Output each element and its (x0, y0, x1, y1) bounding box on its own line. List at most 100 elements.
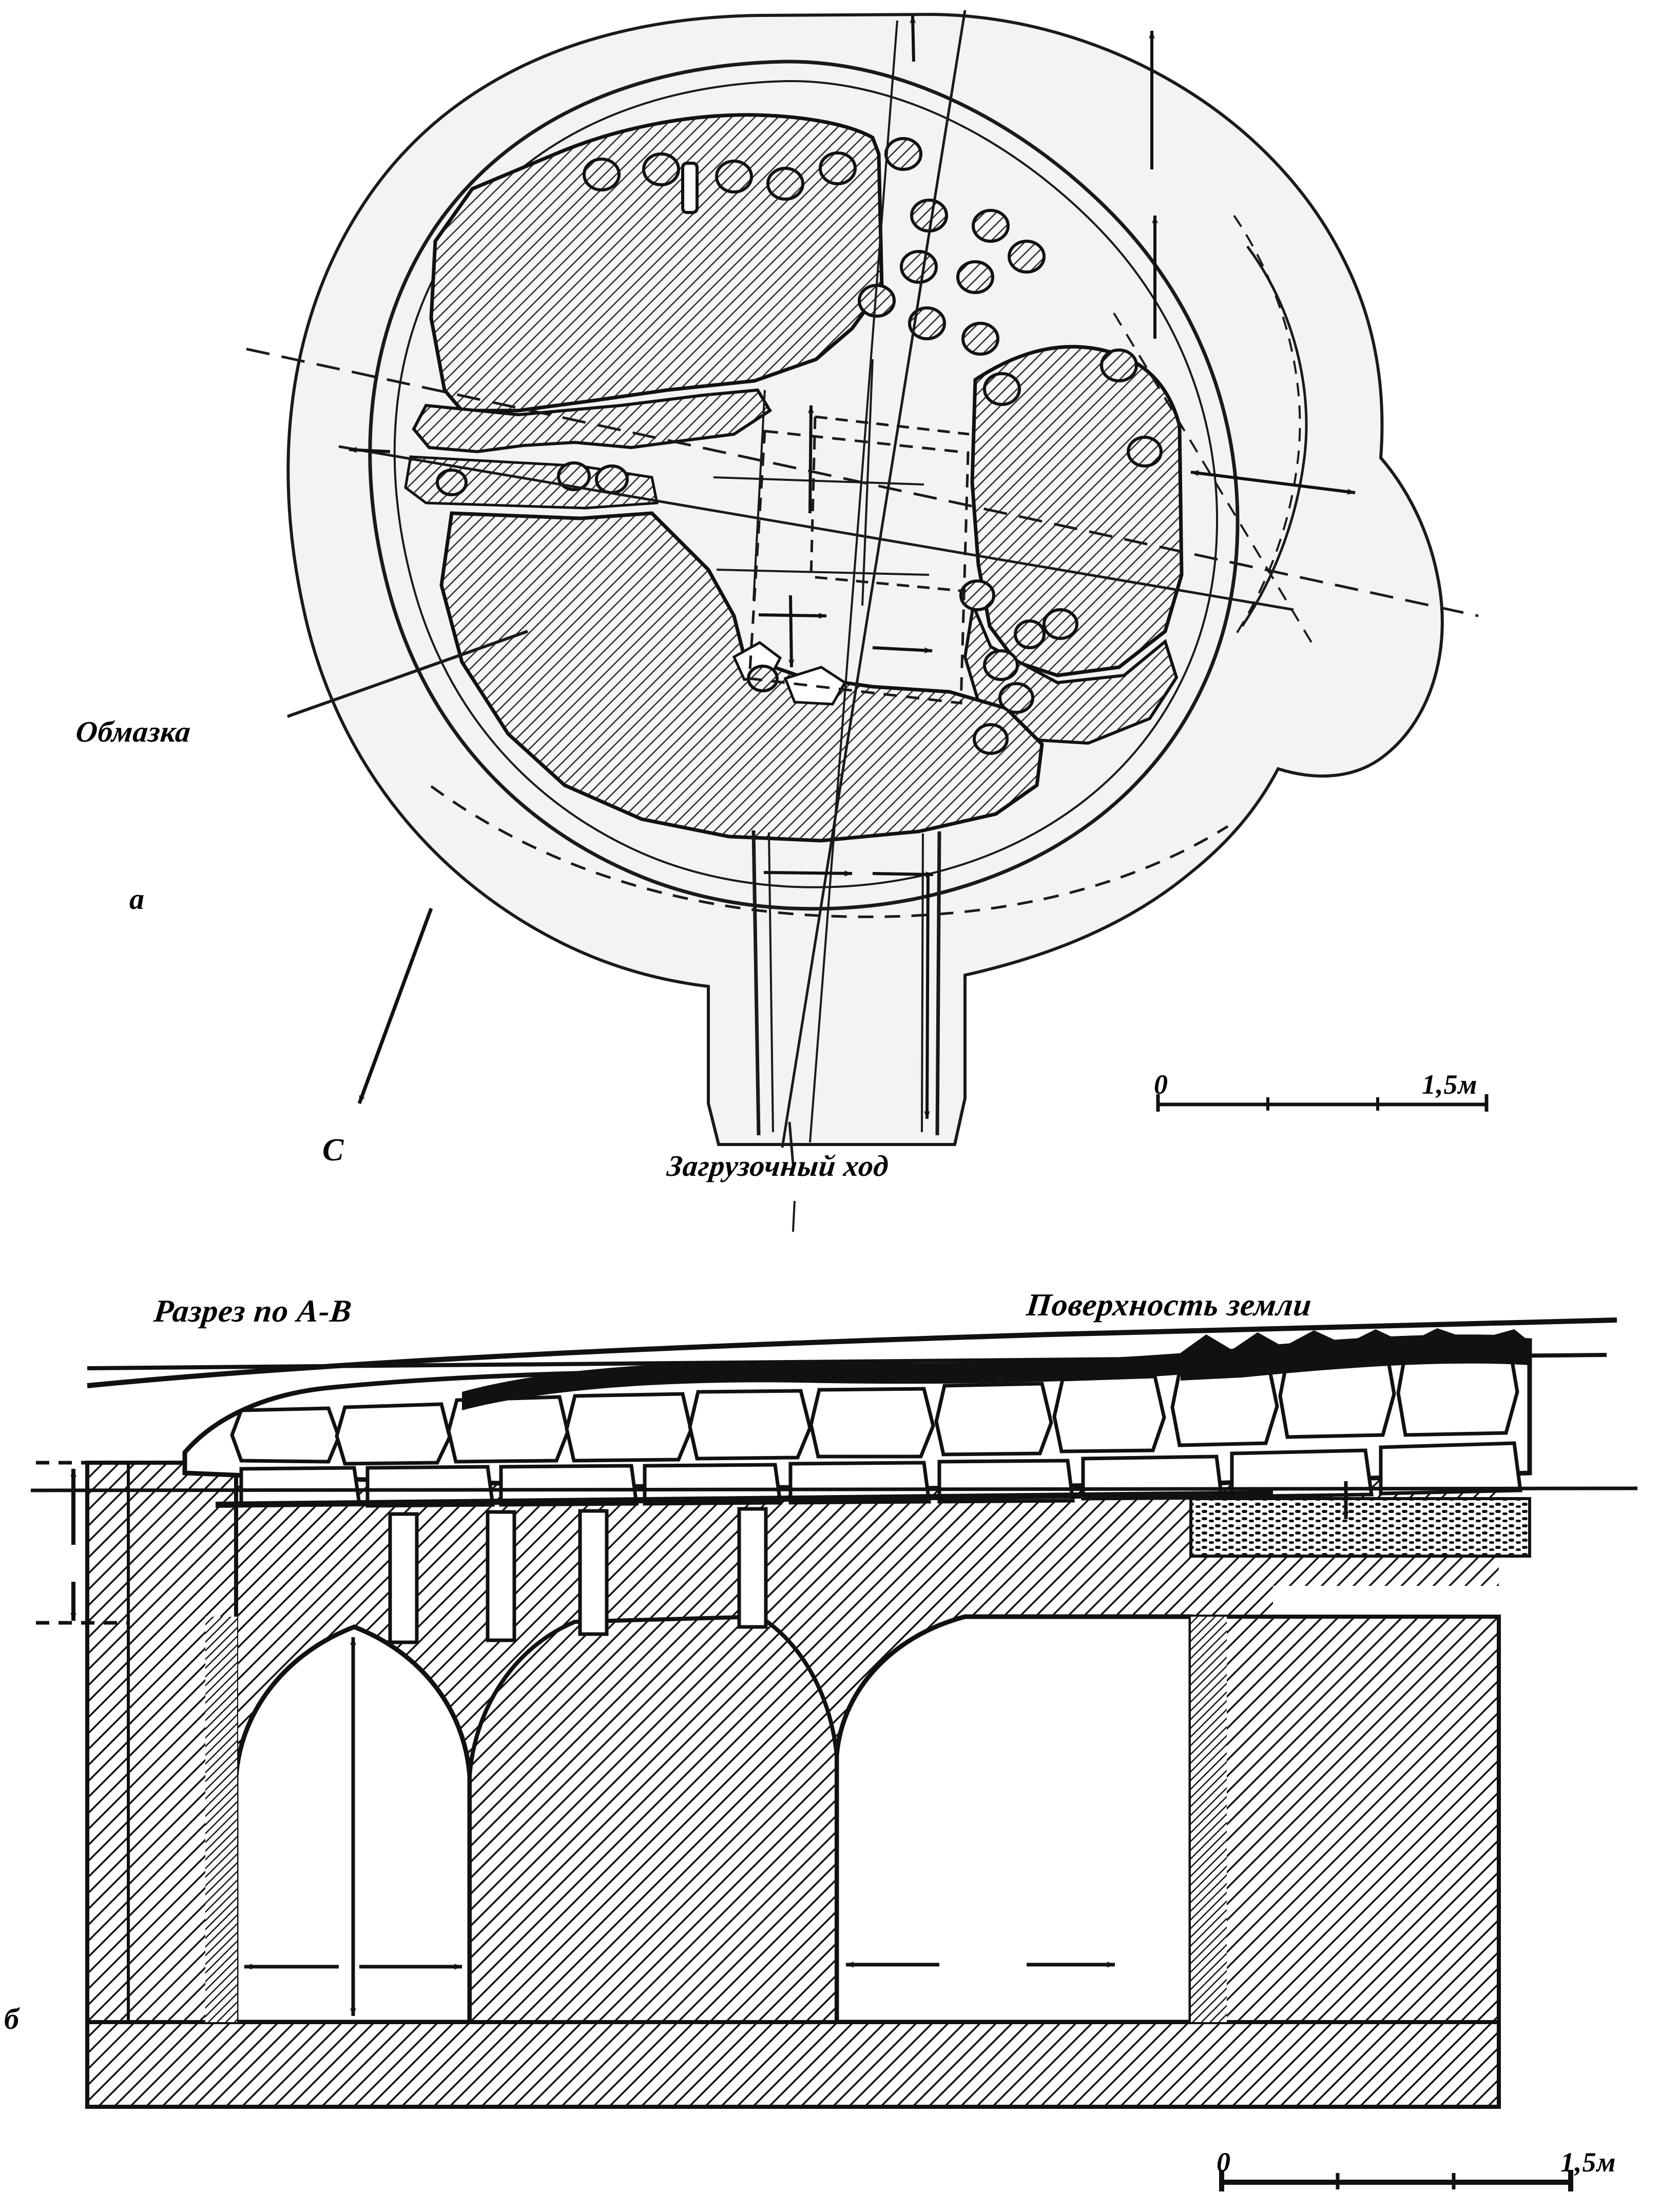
plan-horizontal-ref (338, 445, 1294, 611)
stone (239, 1466, 362, 1507)
label-loading-passage: Загрузочный ход (665, 1149, 891, 1182)
vent-hole (557, 461, 591, 491)
stone (809, 1387, 935, 1459)
vent-hole (908, 306, 946, 340)
vent-hole (961, 322, 999, 356)
flue-slots-group (388, 1507, 768, 1644)
panel-label-a: а (129, 882, 145, 916)
section-reference-line (30, 1486, 1638, 1492)
eroded-edge-right (1181, 1328, 1530, 1381)
vent-hole (819, 151, 857, 185)
dim-arrow-vertical (807, 405, 814, 514)
plan-scale-max: 1,5м (1422, 1069, 1478, 1100)
stone (335, 1402, 452, 1466)
vent-hole (1100, 348, 1138, 382)
vent-hole (436, 469, 468, 496)
vent-hole (642, 152, 680, 186)
chamber-cheek-left (205, 1617, 237, 2022)
flue-slot (737, 1507, 768, 1629)
heading-rule (87, 1353, 1607, 1370)
section-scale-max: 1,5м (1560, 2147, 1616, 2178)
dim-arrow-horizontal (872, 646, 933, 654)
vent-hole (884, 137, 922, 171)
stone (1052, 1374, 1166, 1453)
obmazka-leader-line (286, 630, 529, 718)
vent-hole (766, 167, 804, 201)
label-ground-surface: Поверхность земли (1025, 1288, 1314, 1323)
loading-passage-leader (788, 1121, 795, 1165)
vent-hole (972, 209, 1010, 243)
vent-hole (595, 464, 629, 494)
vent-hole (956, 260, 994, 294)
section-scale-zero: 0 (1217, 2147, 1231, 2178)
dim-arrow-vertical (788, 595, 795, 668)
dim-arrow-passage-down (924, 872, 931, 1119)
plan-scale-zero: 0 (1154, 1069, 1168, 1100)
flue-slot (486, 1510, 516, 1642)
loading-passage-leader-2 (792, 1200, 796, 1232)
north-arrow (357, 907, 433, 1104)
floor-nick-2 (783, 666, 847, 706)
stone (565, 1392, 693, 1463)
dim-arrow-plan-left (349, 447, 391, 453)
vent-hole (959, 579, 995, 611)
grate-speckle-band (1189, 1497, 1531, 1558)
vent-hole (1043, 608, 1078, 640)
vent-hole (1014, 619, 1046, 649)
chamber-cheek-right (1191, 1617, 1227, 2022)
label-obmazka: Обмазка (74, 715, 193, 748)
stone (447, 1395, 570, 1464)
vent-hole (715, 160, 753, 193)
panel-label-b: б (4, 2002, 20, 2035)
earth-block-right (1189, 1615, 1501, 2024)
stone (688, 1389, 812, 1461)
section-view-group (30, 1317, 1638, 2191)
kiln-grate-plate (215, 1490, 1273, 1508)
flue-slot (578, 1509, 609, 1636)
flue-slot (388, 1512, 419, 1644)
vent-hole (1127, 436, 1163, 468)
vent-hole (583, 158, 621, 191)
stone (1230, 1448, 1374, 1499)
measurement-rectangle (748, 430, 970, 705)
stone (230, 1406, 341, 1464)
loading-passage-right-wall (935, 831, 941, 1136)
plan-view-group (246, 10, 1489, 1232)
loading-passage-right-wall-inner (921, 833, 924, 1133)
vent-hole (998, 682, 1034, 714)
section-axis-line (781, 10, 967, 1148)
dim-arrow-passage-left (763, 870, 853, 877)
measurement-rectangle-inner (815, 415, 970, 436)
kiln-inner-wall (368, 60, 1240, 911)
section-scale-bar (1219, 2170, 1573, 2191)
vent-holes-group (436, 137, 1163, 755)
plan-scale-bar (1156, 1094, 1489, 1112)
floor-slot (681, 162, 699, 214)
earth-floor-band (85, 2020, 1501, 2109)
label-section-title: Разрез по А-В (152, 1294, 354, 1329)
masonry-stones-group (230, 1342, 1519, 1466)
dim-arrow-plan-top (910, 15, 916, 62)
stone (1379, 1441, 1522, 1496)
north-arrow-label: С (322, 1133, 344, 1168)
dashed-arc-lower (430, 785, 1229, 918)
kiln-inner-liner (393, 80, 1219, 888)
plan-grid-line (716, 569, 930, 576)
vault-chamber-right (834, 1614, 1193, 2025)
dim-arrow-horizontal (758, 612, 827, 619)
dim-arrow-plan-right-3 (1190, 470, 1356, 495)
vent-hole (983, 372, 1021, 406)
vent-hole (973, 723, 1009, 755)
pier-between-chambers (468, 1614, 839, 2024)
masonry-stones-lower (239, 1441, 1522, 1508)
right-lobe-dash (1233, 215, 1301, 635)
vent-hole (1008, 240, 1046, 274)
stone (499, 1464, 639, 1507)
vent-hole (900, 250, 938, 284)
plan-grid-line (713, 476, 924, 486)
vent-hole (983, 649, 1019, 681)
section-axis-line-2 (809, 20, 898, 1143)
dashed-axis-diagonal-2 (1113, 312, 1315, 648)
